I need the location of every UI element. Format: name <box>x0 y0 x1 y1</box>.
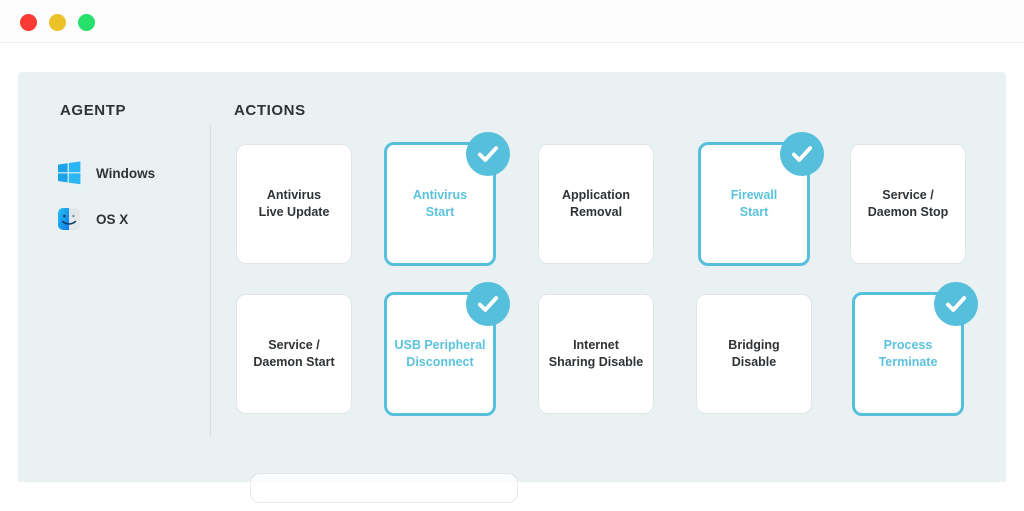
action-card-slot: Process Terminate <box>850 282 978 416</box>
sidebar-item-windows[interactable]: Windows <box>56 160 155 186</box>
actions-grid: Antivirus Live Update Antivirus Start Ap… <box>236 132 986 444</box>
actions-row: Antivirus Live Update Antivirus Start Ap… <box>236 132 986 294</box>
windows-logo-icon <box>56 160 82 186</box>
action-card-application-removal[interactable]: Application Removal <box>538 144 654 264</box>
clipped-next-row <box>250 473 518 503</box>
action-card-label: Application Removal <box>561 188 631 219</box>
action-card-label: Service / Daemon Start <box>253 338 335 369</box>
sidebar: AGENTP Windows <box>18 72 211 482</box>
selected-check-icon[interactable] <box>466 282 510 326</box>
action-card-label: Antivirus Start <box>412 188 468 219</box>
sidebar-item-label: OS X <box>96 211 129 227</box>
window-controls <box>20 14 95 31</box>
action-card-slot: Application Removal <box>538 144 654 264</box>
action-card-label: Bridging Disable <box>728 338 780 369</box>
action-card-label: Service / Daemon Stop <box>867 188 949 219</box>
action-card-slot: Firewall Start <box>696 132 824 266</box>
selected-check-icon[interactable] <box>934 282 978 326</box>
action-card-label: Process Terminate <box>878 338 938 369</box>
action-card-slot: Service / Daemon Stop <box>850 144 966 264</box>
sidebar-item-osx[interactable]: OS X <box>56 206 128 232</box>
action-card-service-daemon-start[interactable]: Service / Daemon Start <box>236 294 352 414</box>
close-window-icon[interactable] <box>20 14 37 31</box>
action-card-label: Antivirus Live Update <box>258 188 330 219</box>
action-card-label: Firewall Start <box>730 188 778 219</box>
sidebar-divider <box>210 125 211 437</box>
action-card-label: USB Peripheral Disconnect <box>394 338 486 369</box>
minimize-window-icon[interactable] <box>49 14 66 31</box>
selected-check-icon[interactable] <box>780 132 824 176</box>
actions-row: Service / Daemon Start USB Peripheral Di… <box>236 282 986 444</box>
action-card-slot: USB Peripheral Disconnect <box>382 282 510 416</box>
action-card-service-daemon-stop[interactable]: Service / Daemon Stop <box>850 144 966 264</box>
action-card-internet-sharing-disable[interactable]: Internet Sharing Disable <box>538 294 654 414</box>
action-card-slot: Bridging Disable <box>696 294 812 414</box>
action-card-slot: Antivirus Start <box>382 132 510 266</box>
action-card-slot: Internet Sharing Disable <box>538 294 654 414</box>
action-card-label: Internet Sharing Disable <box>548 338 644 369</box>
action-card-bridging-disable[interactable]: Bridging Disable <box>696 294 812 414</box>
action-card-slot: Antivirus Live Update <box>236 144 352 264</box>
selected-check-icon[interactable] <box>466 132 510 176</box>
finder-face-icon <box>56 206 82 232</box>
action-card-firewall-start[interactable]: Firewall Start <box>698 142 810 266</box>
sidebar-item-label: Windows <box>96 165 156 181</box>
actions-section-title: ACTIONS <box>234 102 306 119</box>
action-card-usb-peripheral-disconnect[interactable]: USB Peripheral Disconnect <box>384 292 496 416</box>
window-title-bar <box>0 0 1024 43</box>
main-panel: AGENTP Windows <box>18 72 1006 482</box>
sidebar-title: AGENTP <box>60 102 127 119</box>
maximize-window-icon[interactable] <box>78 14 95 31</box>
action-card-antivirus-live-update[interactable]: Antivirus Live Update <box>236 144 352 264</box>
action-card-slot: Service / Daemon Start <box>236 294 352 414</box>
